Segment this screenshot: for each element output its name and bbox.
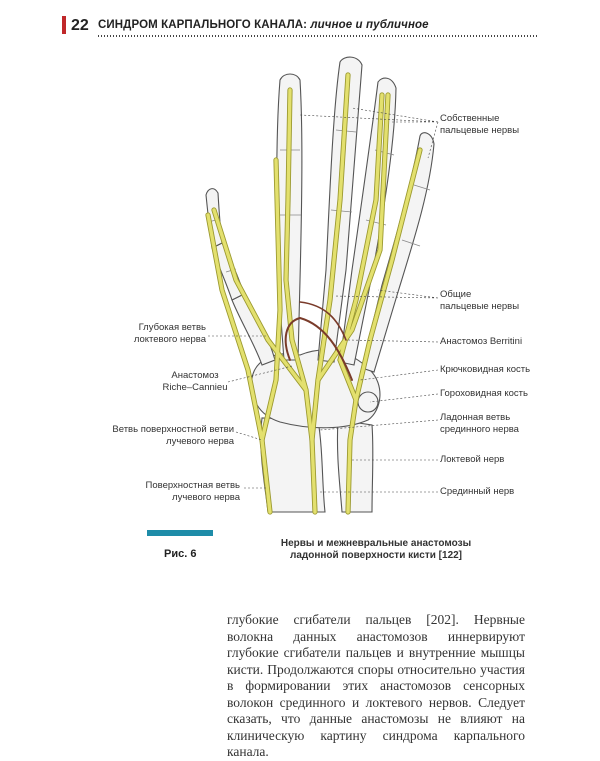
label-riche-cannieu: Анастомоз Riche–Cannieu (160, 370, 230, 394)
label-own-digital-nerves-line2: пальцевые нервы (440, 125, 520, 136)
label-ulnar-nerve: Локтевой нерв (440, 454, 505, 465)
label-palmar-branch-median-line2: срединного нерва (440, 424, 519, 435)
figure-caption-line1: Нервы и межневральные анастомозы (280, 538, 472, 549)
label-deep-branch-ulnar-line1: Глубокая ветвь (138, 322, 206, 333)
label-branch-superficial-radial-line2: лучевого нерва (166, 436, 234, 447)
label-median-nerve: Срединный нерв (440, 486, 515, 497)
deep-ulnar-anastomosis (284, 316, 353, 381)
running-title-sub: личное и публичное (310, 19, 429, 31)
page-number: 22 (71, 17, 89, 34)
label-branch-superficial-radial: Ветвь поверхностной ветви лучевого нерва (100, 424, 234, 448)
label-superficial-radial-line2: лучевого нерва (172, 492, 240, 503)
running-title-main: СИНДРОМ КАРПАЛЬНОГО КАНАЛА: (98, 19, 308, 31)
pisiform-bone (357, 391, 379, 413)
label-own-digital-nerves: Собственные пальцевые нервы (440, 113, 519, 137)
label-palmar-branch-median-line1: Ладонная ветвь (440, 412, 511, 423)
figure-caption-line2: ладонной поверхности кисти [122] (289, 550, 463, 561)
header-dotted-rule (98, 35, 538, 37)
ulna-bone (336, 419, 374, 513)
header-accent-bar (62, 16, 66, 34)
thumb-metacarpal (231, 293, 276, 366)
hand-skeleton-illustration (205, 56, 439, 515)
leader-lines (208, 107, 439, 493)
berrettini-anastomosis (299, 301, 347, 341)
label-berrettini: Анастомоз Berritini (440, 336, 523, 347)
label-superficial-radial-line1: Поверхностная ветвь (145, 480, 240, 491)
body-paragraph: глубокие сгибатели пальцев [202]. Нервны… (227, 612, 525, 759)
label-pisiform: Гороховидная кость (440, 388, 528, 399)
label-common-digital-nerves: Общие пальцевые нервы (440, 289, 519, 313)
figure-number: Рис. 6 (164, 548, 197, 560)
caption-accent-bar (147, 530, 213, 536)
page-header: 22 СИНДРОМ КАРПАЛЬНОГО КАНАЛА: личное и … (62, 14, 540, 40)
label-riche-cannieu-line1: Анастомоз (171, 370, 219, 381)
label-hamate: Крючковидная кость (440, 364, 531, 375)
label-deep-branch-ulnar: Глубокая ветвь локтевого нерва (118, 322, 206, 346)
hand-nerves-figure: Собственные пальцевые нервы Общие пальце… (100, 56, 531, 515)
label-riche-cannieu-line2: Riche–Cannieu (162, 382, 228, 393)
label-own-digital-nerves-line1: Собственные (440, 113, 500, 124)
label-palmar-branch-median: Ладонная ветвь срединного нерва (440, 412, 519, 436)
nerves (205, 72, 423, 515)
label-superficial-radial: Поверхностная ветвь лучевого нерва (128, 480, 240, 504)
figure-caption: Нервы и межневральные анастомозы ладонно… (276, 538, 476, 562)
label-common-digital-nerves-line1: Общие (440, 289, 472, 300)
label-common-digital-nerves-line2: пальцевые нервы (440, 301, 520, 312)
running-title: СИНДРОМ КАРПАЛЬНОГО КАНАЛА: личное и пуб… (98, 19, 429, 31)
label-branch-superficial-radial-line1: Ветвь поверхностной ветви (112, 424, 234, 435)
label-deep-branch-ulnar-line2: локтевого нерва (133, 334, 206, 345)
